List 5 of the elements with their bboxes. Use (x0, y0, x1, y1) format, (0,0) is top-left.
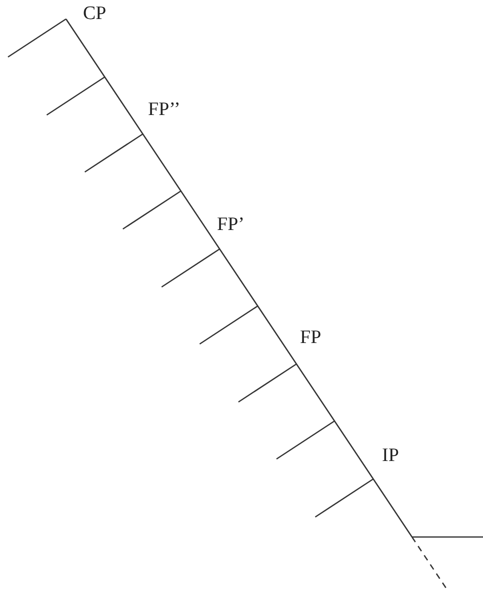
point-label: FP’’ (148, 100, 180, 119)
point-label: FP’ (217, 215, 244, 234)
point-label: CP (83, 4, 106, 23)
point-label: IP (382, 446, 399, 465)
point-label: FP (300, 328, 322, 347)
